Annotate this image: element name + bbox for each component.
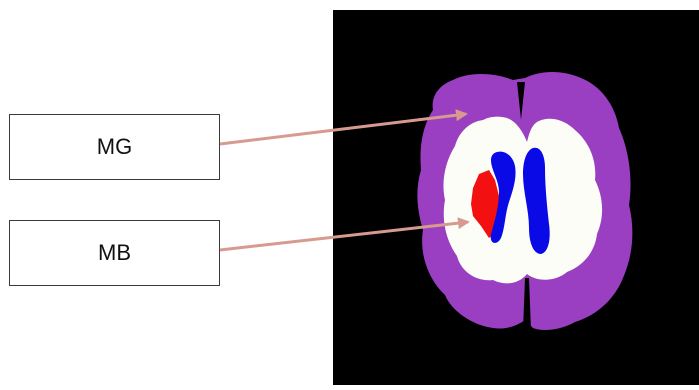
mg-label-box: MG	[9, 114, 220, 180]
midline-fissure	[517, 82, 525, 120]
right-ventricle	[523, 147, 550, 254]
midline-fissure-bottom	[523, 278, 531, 330]
white-matter-region	[443, 116, 603, 284]
mb-arrow	[219, 217, 470, 252]
mb-label-box: MB	[9, 220, 220, 286]
brain-segmentation-panel	[333, 10, 699, 385]
mg-label: MG	[96, 134, 133, 159]
brain-segmentation-image	[417, 72, 633, 330]
mg-arrow	[219, 109, 468, 146]
mb-label: MB	[98, 240, 131, 265]
left-ventricle	[490, 151, 516, 243]
